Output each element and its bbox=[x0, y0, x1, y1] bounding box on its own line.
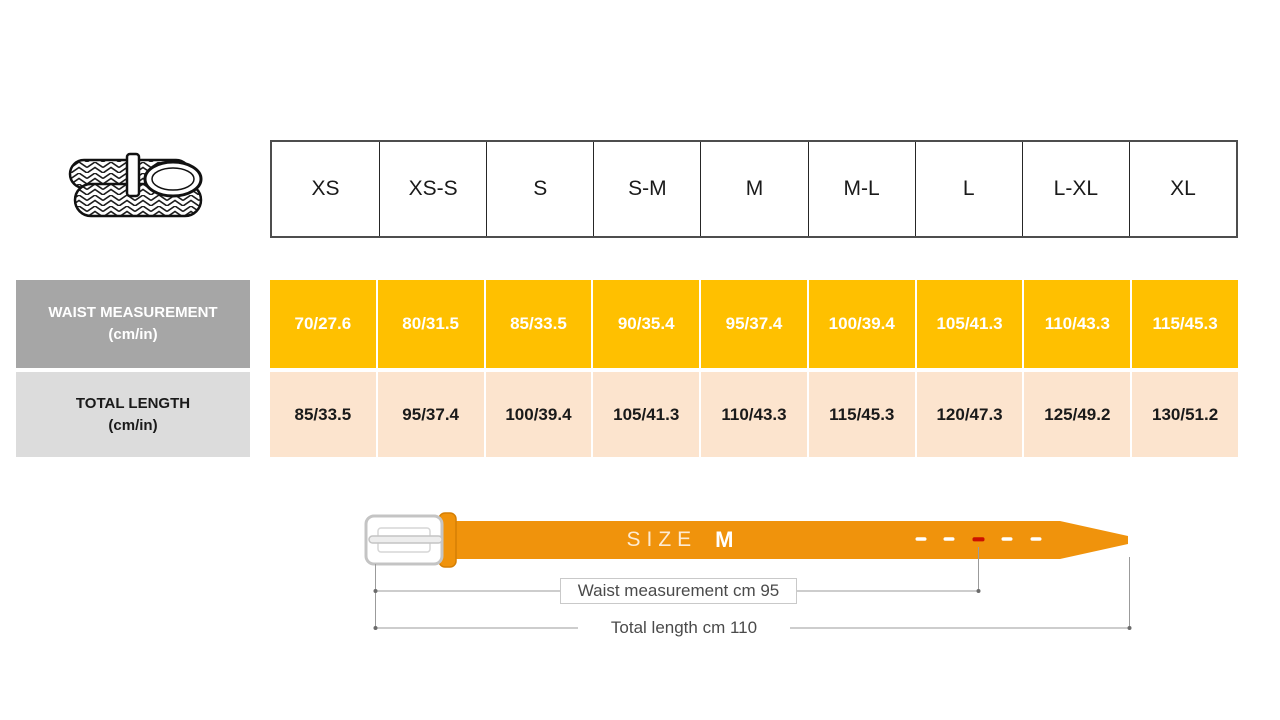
waist-measurement-value-row: 70/27.6 80/31.5 85/33.5 90/35.4 95/37.4 … bbox=[270, 280, 1238, 368]
buckle-prong bbox=[368, 535, 443, 544]
belt-hole-highlighted bbox=[972, 537, 985, 542]
size-header-m-l: M-L bbox=[807, 142, 915, 236]
length-value-l-xl: 125/49.2 bbox=[1024, 372, 1131, 457]
waist-measurement-row-label: WAIST MEASUREMENT (cm/in) bbox=[16, 280, 250, 368]
length-value-xs: 85/33.5 bbox=[270, 372, 376, 457]
waist-value-xs: 70/27.6 bbox=[270, 280, 376, 368]
waist-value-m-l: 100/39.4 bbox=[808, 280, 915, 368]
dimension-line-endpoints bbox=[373, 589, 1132, 630]
belt-hole bbox=[1001, 537, 1013, 541]
waist-measurement-label-text: WAIST MEASUREMENT bbox=[48, 304, 218, 322]
size-header-row: XS XS-S S S-M M M-L L L-XL XL bbox=[270, 140, 1238, 238]
belt-holes bbox=[915, 537, 1042, 542]
waist-value-l: 105/41.3 bbox=[916, 280, 1023, 368]
total-length-label-text: TOTAL LENGTH bbox=[75, 394, 191, 412]
belt-hole bbox=[915, 537, 927, 541]
waist-value-s-m: 90/35.4 bbox=[593, 280, 700, 368]
size-header-xs: XS bbox=[311, 177, 340, 200]
length-value-m-l: 115/45.3 bbox=[808, 372, 915, 457]
belt-hole bbox=[943, 537, 955, 541]
total-length-row-label: TOTAL LENGTH (cm/in) bbox=[16, 372, 250, 457]
waist-value-xl: 115/45.3 bbox=[1132, 280, 1238, 368]
length-value-s-m: 105/41.3 bbox=[593, 372, 700, 457]
size-header-s-m: S-M bbox=[593, 142, 700, 236]
waist-value-s: 85/33.5 bbox=[485, 280, 592, 368]
length-value-l: 120/47.3 bbox=[916, 372, 1023, 457]
length-value-xs-s: 95/37.4 bbox=[377, 372, 484, 457]
length-value-xl: 130/51.2 bbox=[1132, 372, 1238, 457]
waist-measurement-unit-text: (cm/in) bbox=[108, 326, 158, 343]
belt-buckle-oval bbox=[143, 160, 203, 198]
size-header-s: S bbox=[486, 142, 593, 236]
waist-value-l-xl: 110/43.3 bbox=[1024, 280, 1131, 368]
total-length-unit-text: (cm/in) bbox=[108, 416, 158, 434]
size-header-m: M bbox=[700, 142, 807, 236]
waist-value-m: 95/37.4 bbox=[701, 280, 807, 368]
size-header-l: L bbox=[914, 142, 1022, 236]
belt-measurement-diagram bbox=[364, 512, 1132, 630]
length-value-m: 110/43.3 bbox=[701, 372, 807, 457]
belt-strap bbox=[445, 521, 1128, 559]
total-length-value-row: 85/33.5 95/37.4 100/39.4 105/41.3 110/43… bbox=[270, 372, 1238, 457]
size-header-xs-s: XS-S bbox=[379, 142, 486, 236]
braided-belt-icon bbox=[68, 152, 203, 218]
size-header-l-xl: L-XL bbox=[1021, 142, 1129, 236]
size-header-xl: XL bbox=[1128, 142, 1236, 236]
belt-buckle bbox=[364, 514, 444, 566]
length-value-s: 100/39.4 bbox=[485, 372, 592, 457]
belt-hole bbox=[1030, 537, 1042, 541]
total-length-annotation: Total length cm 110 bbox=[578, 615, 790, 641]
waist-measurement-annotation: Waist measurement cm 95 bbox=[560, 578, 797, 604]
waist-value-xs-s: 80/31.5 bbox=[377, 280, 484, 368]
belt-keeper-strap bbox=[125, 152, 141, 198]
